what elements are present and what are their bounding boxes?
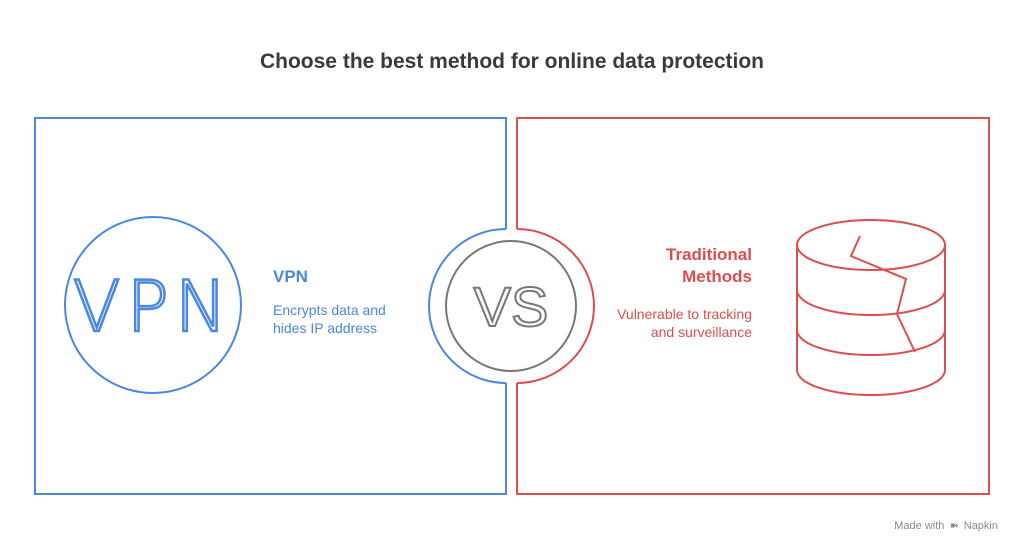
made-with-label: Made with: [894, 520, 945, 532]
napkin-logo-icon: ➽: [949, 520, 959, 532]
vs-ring-left: [428, 228, 507, 384]
traditional-heading: Traditional Methods: [666, 245, 752, 286]
vpn-description: Encrypts data and hides IP address: [273, 302, 386, 336]
vs-label: VS: [474, 275, 549, 338]
traditional-description: Vulnerable to tracking and surveillance: [617, 306, 752, 340]
diagram-title: Choose the best method for online data p…: [259, 50, 765, 73]
vpn-heading: VPN: [273, 267, 308, 286]
database-icon: [796, 219, 946, 396]
vs-ring-right: [516, 228, 595, 384]
vpn-icon-text: VPN: [73, 266, 233, 348]
vs-circle: [445, 240, 577, 372]
brand-name: Napkin: [963, 520, 998, 532]
vpn-icon-circle: [64, 216, 242, 394]
footer-credit: Made with ➽ Napkin: [894, 519, 998, 532]
vpn-panel: [34, 117, 507, 495]
traditional-panel: [516, 117, 990, 495]
